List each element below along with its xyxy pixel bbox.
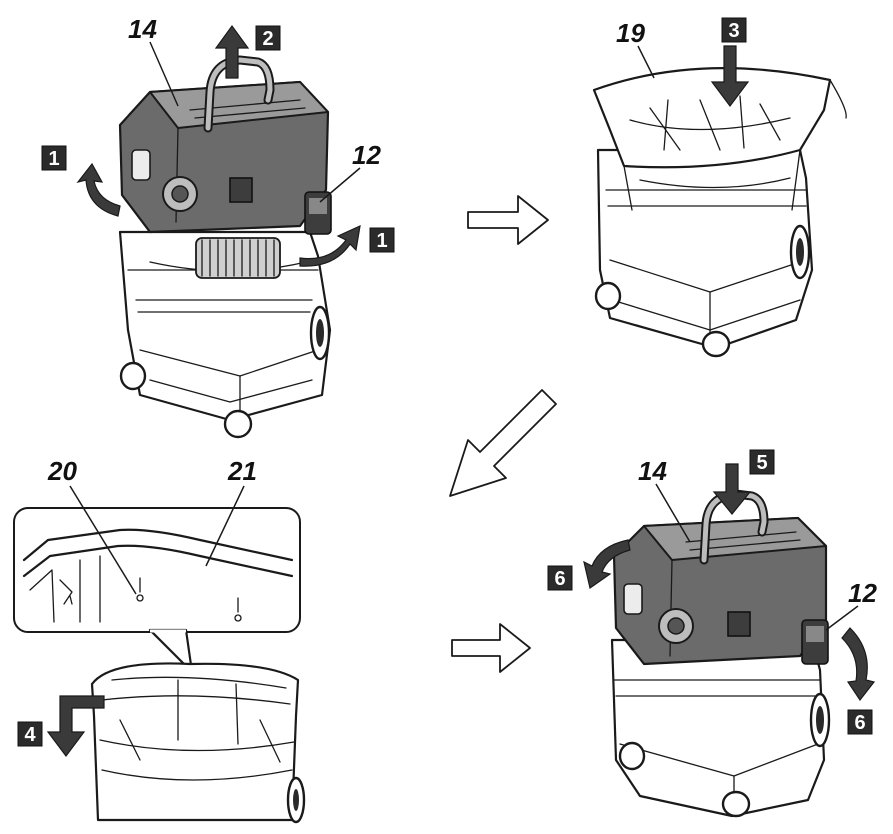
filter-bag	[592, 67, 847, 211]
callout-21: 21	[227, 456, 257, 486]
step-badge-1a: 1	[41, 145, 67, 171]
svg-text:6: 6	[554, 568, 565, 590]
container-body	[118, 230, 332, 422]
step-badge-2: 2	[255, 25, 281, 51]
panel-reassemble	[583, 463, 876, 818]
leader-14-bottom	[655, 483, 691, 543]
svg-text:1: 1	[376, 230, 387, 252]
motor-head-lid	[118, 55, 330, 234]
filter-cartridge	[195, 237, 281, 279]
panel-remove-lid	[76, 24, 361, 439]
side-latch	[304, 191, 332, 235]
svg-text:1: 1	[48, 148, 59, 170]
svg-text:5: 5	[756, 452, 767, 474]
flow-arrow-diagonal	[449, 389, 557, 497]
step-badge-5: 5	[749, 449, 775, 475]
motor-head-lid-4	[612, 489, 828, 666]
step-badge-3: 3	[721, 17, 747, 43]
detail-inset-frame	[13, 507, 301, 633]
flow-arrow-right-bottom	[451, 623, 531, 673]
step-badge-1b: 1	[369, 227, 395, 253]
side-latch-4	[801, 619, 829, 665]
panel-detail-view	[13, 507, 306, 824]
callout-12-top: 12	[352, 140, 381, 170]
svg-text:2: 2	[262, 28, 273, 50]
flow-arrow-right-top	[467, 195, 549, 245]
step-5-down-arrow	[712, 463, 752, 515]
svg-text:3: 3	[728, 20, 739, 42]
leader-12-bottom	[825, 605, 859, 631]
callout-14-bottom: 14	[638, 456, 667, 486]
leader-19	[637, 45, 655, 79]
step-badge-6a: 6	[547, 565, 573, 591]
step-6-right-rotate-arrow	[841, 627, 876, 702]
step-1-left-rotate-arrow	[76, 162, 121, 217]
step-6-left-rotate-arrow	[583, 539, 631, 590]
callout-20: 20	[47, 456, 77, 486]
step-2-up-arrow	[214, 24, 250, 79]
leader-21	[205, 485, 245, 567]
wheels	[119, 305, 331, 439]
container-with-bag	[90, 662, 306, 824]
leader-20	[69, 485, 137, 595]
callout-12-bottom: 12	[848, 578, 877, 608]
panel-insert-bag	[592, 45, 847, 358]
callout-14-top: 14	[128, 14, 157, 44]
leader-12-top	[319, 167, 361, 203]
step-4-fold-arrow	[46, 695, 105, 757]
step-1-right-rotate-arrow	[299, 224, 361, 267]
svg-text:6: 6	[854, 712, 865, 734]
leader-14-top	[149, 41, 179, 107]
container-body-2	[594, 148, 814, 358]
step-3-down-arrow	[710, 45, 750, 107]
step-badge-6b: 6	[847, 709, 873, 735]
step-badge-4: 4	[17, 721, 43, 747]
svg-text:4: 4	[24, 724, 36, 746]
callout-19: 19	[616, 18, 645, 48]
container-body-4	[610, 638, 831, 818]
